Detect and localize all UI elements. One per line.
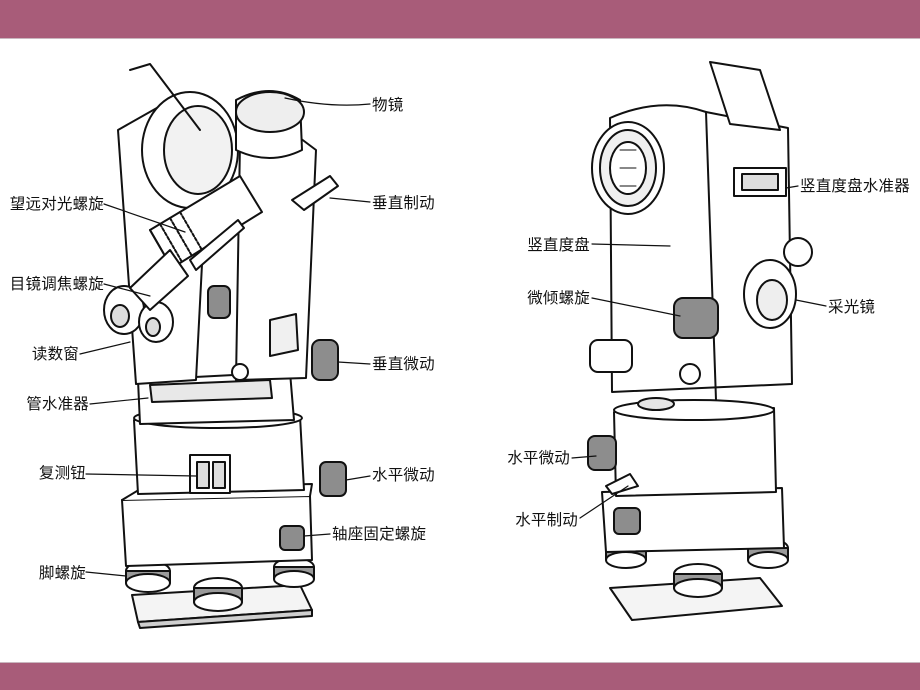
- label-horizontal-tangent-left: 水平微动: [372, 466, 435, 484]
- label-foot-screw: 脚螺旋: [38, 564, 86, 582]
- bottom-band: [0, 663, 920, 690]
- label-vertical-circle: 竖直度盘: [527, 236, 590, 254]
- label-eyepiece-focus-screw: 目镜调焦螺旋: [9, 275, 104, 293]
- label-tilt-screw: 微倾螺旋: [527, 289, 590, 307]
- left-leader-lines: [79, 97, 371, 577]
- top-band: [0, 0, 920, 38]
- left-foot-screws: [125, 557, 315, 612]
- label-vertical-tangent: 垂直微动: [372, 355, 435, 373]
- label-mirror: 采光镜: [828, 298, 876, 316]
- label-telescope-focus-screw: 望远对光螺旋: [9, 195, 104, 213]
- label-horizontal-tangent-right: 水平微动: [507, 449, 570, 467]
- label-horizontal-clamp: 水平制动: [515, 511, 578, 529]
- left-theodolite: [103, 63, 347, 629]
- right-theodolite: [587, 61, 813, 621]
- label-vertical-clamp: 垂直制动: [372, 194, 435, 212]
- label-base-lock-screw: 轴座固定螺旋: [332, 525, 427, 543]
- label-objective-lens: 物镜: [372, 96, 404, 114]
- label-reading-window: 读数窗: [31, 345, 79, 363]
- bottom-rule: [0, 662, 920, 663]
- right-leader-lines: [571, 185, 827, 519]
- label-repetition-clamp: 复测钮: [38, 464, 86, 482]
- label-plate-level: 管水准器: [26, 395, 89, 413]
- label-vertical-circle-level: 竖直度盘水准器: [800, 177, 910, 195]
- top-rule: [0, 38, 920, 39]
